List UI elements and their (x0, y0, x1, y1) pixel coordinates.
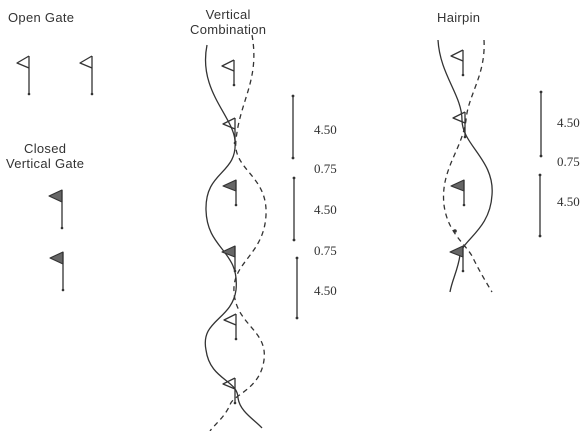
hp-distance-bars (539, 92, 542, 236)
open-gate-flag-icon-right (79, 55, 94, 96)
vc-distance-bars (292, 96, 298, 318)
vc-flag-icon-2 (222, 117, 237, 145)
hp-flag-icon-3 (450, 179, 466, 207)
hp-distance-2: 0.75 (557, 154, 580, 169)
vc-flag-icon-5 (223, 313, 238, 341)
closed-gate-flag-icon-bottom (49, 251, 65, 292)
hp-solid-line (437, 39, 493, 293)
hp-dashed-line (442, 39, 493, 293)
hp-flag-icon-2 (452, 111, 467, 139)
open-gate-title: Open Gate (8, 10, 75, 25)
closed-gate-flag-icon-top (48, 189, 64, 230)
vc-flag-icon-6 (222, 377, 237, 405)
vc-solid-line (204, 44, 263, 429)
hp-distance-1: 4.50 (557, 115, 580, 130)
vc-distance-4: 0.75 (314, 243, 337, 258)
open-gate-flag-icon-left (16, 55, 31, 96)
vc-distance-3: 4.50 (314, 202, 337, 217)
vc-flag-icon-1 (221, 59, 236, 87)
closed-gate-title: Closed Vertical Gate (6, 141, 84, 171)
vc-dashed-line (209, 34, 267, 431)
closed-gate-title-line1: Closed (24, 141, 67, 156)
vertical-combination-title: Vertical Combination (190, 7, 266, 37)
vc-distance-1: 4.50 (314, 122, 337, 137)
hairpin-title: Hairpin (437, 10, 481, 25)
hp-distance-3: 4.50 (557, 194, 580, 209)
vc-flag-icon-3 (222, 179, 238, 207)
closed-gate-title-line2: Vertical Gate (6, 156, 85, 171)
vc-distance-2: 0.75 (314, 161, 337, 176)
vc-distance-5: 4.50 (314, 283, 337, 298)
hp-flag-icon-1 (450, 49, 465, 77)
vertical-combination-title-line1: Vertical (205, 7, 251, 22)
vertical-combination-title-line2: Combination (190, 22, 267, 37)
